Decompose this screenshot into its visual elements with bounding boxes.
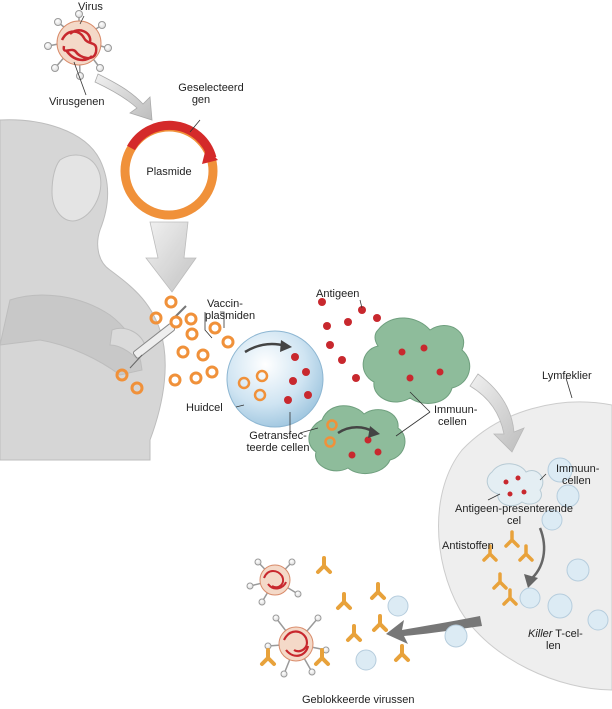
immune-cell-bottom xyxy=(308,405,406,475)
blocked-virus-1 xyxy=(246,558,302,606)
lymph-immune-cells xyxy=(541,457,580,531)
arrow-to-lymph-node xyxy=(469,373,525,453)
leader-lines xyxy=(73,15,573,501)
label-getransfec-1: Getransfec- xyxy=(249,430,307,442)
label-killer-2: len xyxy=(546,640,561,652)
label-geselecteerd-2: gen xyxy=(191,94,211,106)
blocked-virus-2 xyxy=(264,614,330,678)
label-killer-italic: Killer xyxy=(528,628,553,640)
label-immuun-2: cellen xyxy=(438,416,467,428)
plasmid-label: Plasmide xyxy=(146,166,191,178)
label-getransfec-2: teerde cellen xyxy=(246,442,310,454)
arrow-to-blocked xyxy=(386,616,482,644)
label-lymfeklier: Lymfeklier xyxy=(542,370,592,382)
label-vaccin-2: plasmiden xyxy=(205,310,256,322)
label-geselecteerd-1: Geselecteerd xyxy=(178,82,244,94)
antigen-presenting-cell xyxy=(486,463,544,507)
arrow-lymph-curve-head xyxy=(524,574,538,588)
antibodies-free xyxy=(260,556,410,666)
immune-cell-top xyxy=(362,317,471,404)
vaccine-plasmids xyxy=(115,295,235,395)
label-killer-1: Killer T-cel- xyxy=(528,628,583,640)
antibodies-lymph xyxy=(482,530,534,606)
label-immuun-right-1: Immuun- xyxy=(556,463,600,475)
label-virus: Virus xyxy=(78,1,103,13)
label-antistoffen: Antistoffen xyxy=(442,540,494,552)
label-immuun-1: Immuun- xyxy=(434,404,478,416)
label-immuun-right-2: cellen xyxy=(562,475,591,487)
label-apc-2: cel xyxy=(506,515,522,527)
label-apc-1: Antigeen-presenterende xyxy=(454,503,574,515)
plasmid-ring xyxy=(120,120,218,220)
antigen-dots xyxy=(318,298,381,382)
label-huidcel: Huidcel xyxy=(186,402,223,414)
blue-cells-bottom xyxy=(355,595,468,671)
arrow-plasmid-down xyxy=(145,221,197,293)
arrow-virus-to-plasmid xyxy=(94,73,153,121)
label-antigeen: Antigeen xyxy=(316,288,360,300)
label-vaccin-1: Vaccin- xyxy=(207,298,243,310)
killer-t-cells xyxy=(519,558,609,631)
person-silhouette xyxy=(0,119,166,461)
virus-top xyxy=(44,10,112,80)
label-killer-rest: T-cel- xyxy=(552,628,583,640)
skin-cell xyxy=(226,330,324,428)
label-virusgenen: Virusgenen xyxy=(49,96,105,108)
label-geblokkeerde: Geblokkeerde virussen xyxy=(302,694,415,706)
